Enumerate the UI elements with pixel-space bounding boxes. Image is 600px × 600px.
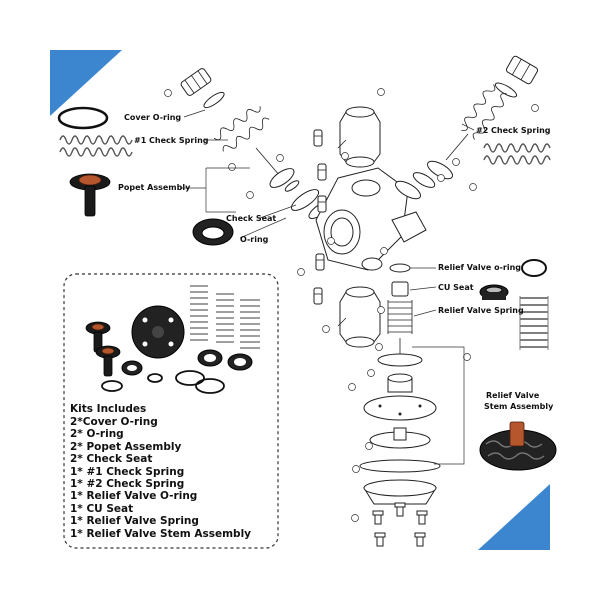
oring-photo-left <box>192 218 234 246</box>
corner-accent-top-left <box>50 50 122 116</box>
valve-body <box>315 106 427 348</box>
label-leader-lines <box>180 109 475 465</box>
relief-valve-oring-photo <box>521 259 547 277</box>
kit-item: 1* CU Seat <box>70 502 134 515</box>
label-oring: O-ring <box>240 235 269 244</box>
kit-item: 2* O-ring <box>70 428 124 441</box>
kit-item: 2*Cover O-ring <box>70 416 158 428</box>
kit-contents-list: Kits Includes 2*Cover O-ring 2* O-ring 2… <box>70 403 280 540</box>
right-check-assembly <box>395 55 539 200</box>
relief-valve-stack <box>359 263 441 547</box>
label-relief-valve-stem-assembly-2: Stem Assembly <box>484 402 554 411</box>
relief-valve-stem-assembly-photo <box>479 421 557 471</box>
label-check-seat: Check Seat <box>226 214 276 223</box>
relief-valve-spring-photo <box>519 296 549 350</box>
cover-oring-photo <box>57 106 109 130</box>
check-spring-2-photo <box>483 143 551 165</box>
kit-item: 2* Check Seat <box>70 453 153 466</box>
check-spring-1-photo <box>59 135 133 157</box>
kit-item: 1* #2 Check Spring <box>70 478 185 491</box>
label-cu-seat: CU Seat <box>438 283 474 292</box>
cu-seat-photo <box>479 284 509 300</box>
test-cocks <box>313 129 327 305</box>
kit-item: 2* Popet Assembly <box>70 440 182 453</box>
label-check-spring-2: #2 Check Spring <box>476 126 551 135</box>
popet-assembly-photo <box>69 173 111 217</box>
left-check-assembly <box>180 68 332 220</box>
label-relief-valve-stem-assembly-1: Relief Valve <box>486 391 540 400</box>
corner-accent-bottom-right <box>478 484 550 550</box>
label-cover-oring: Cover O-ring <box>124 113 181 122</box>
kit-item: 1* Relief Valve Stem Assembly <box>70 527 252 540</box>
label-relief-valve-oring: Relief Valve o-ring <box>438 263 521 272</box>
kit-item: 1* Relief Valve O-ring <box>70 490 198 503</box>
kit-item: 1* Relief Valve Spring <box>70 515 199 528</box>
label-check-spring-1: #1 Check Spring <box>134 136 209 145</box>
kit-title: Kits Includes <box>70 403 147 415</box>
kit-item: 1* #1 Check Spring <box>70 465 185 478</box>
kit-parts-photo <box>85 285 260 394</box>
label-relief-valve-spring: Relief Valve Spring <box>438 306 524 315</box>
kit-contents-box <box>63 273 279 549</box>
label-popet-assembly: Popet Assembly <box>118 183 191 192</box>
part-callout-bubbles <box>164 88 539 522</box>
